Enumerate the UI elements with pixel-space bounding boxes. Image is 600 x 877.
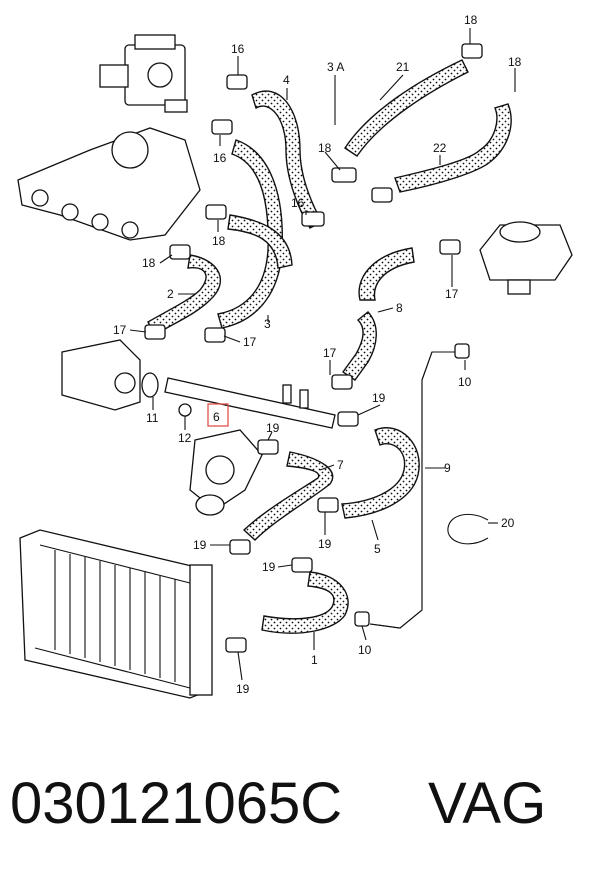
coolant-reservoir	[479, 221, 573, 295]
callout-19: 19	[266, 421, 280, 435]
callout-19: 19	[262, 560, 276, 574]
callout-9: 9	[444, 461, 451, 475]
callout-labels: 18 16 4 3 A 21 18 16 18 22 16 18 18 2 3 …	[113, 13, 522, 696]
callout-4: 4	[283, 73, 290, 87]
carburetor	[99, 34, 188, 113]
clip-20	[447, 513, 489, 545]
leader-lines	[129, 28, 516, 681]
coolant-pipe	[164, 377, 336, 429]
callout-11: 11	[146, 411, 159, 425]
callout-21: 21	[396, 60, 410, 74]
callout-17: 17	[323, 346, 337, 360]
hoses	[147, 59, 512, 634]
hose-9	[369, 351, 460, 629]
callout-3A: 3 A	[327, 60, 344, 74]
callout-18: 18	[508, 55, 522, 69]
callout-18: 18	[464, 13, 478, 27]
callout-19: 19	[236, 682, 250, 696]
callout-16: 16	[291, 196, 305, 210]
callout-3: 3	[264, 317, 271, 331]
cooling-system-exploded-diagram: 18 16 4 3 A 21 18 16 18 22 16 18 18 2 3 …	[17, 13, 573, 699]
callout-10: 10	[458, 375, 472, 389]
callout-18: 18	[318, 141, 332, 155]
callout-10: 10	[358, 643, 372, 657]
radiator	[19, 529, 213, 699]
callout-20: 20	[501, 516, 515, 530]
hose-clamps	[144, 43, 483, 653]
callout-18: 18	[142, 256, 156, 270]
callout-2: 2	[167, 287, 174, 301]
callout-19: 19	[193, 538, 207, 552]
callout-1: 1	[311, 653, 318, 667]
callout-12: 12	[178, 431, 192, 445]
brand-name: VAG	[428, 771, 547, 836]
callout-18: 18	[212, 234, 226, 248]
part-number: 030121065C	[10, 771, 343, 836]
callout-7: 7	[337, 458, 344, 472]
callout-17: 17	[445, 287, 459, 301]
callout-16: 16	[213, 151, 227, 165]
callout-6: 6	[213, 410, 220, 424]
callout-17: 17	[113, 323, 127, 337]
callout-8: 8	[396, 301, 403, 315]
callout-19: 19	[318, 537, 332, 551]
callout-5: 5	[374, 542, 381, 556]
callout-19: 19	[372, 391, 386, 405]
bracket	[61, 339, 192, 417]
highlight-box-part-6	[207, 403, 229, 427]
callout-22: 22	[433, 141, 447, 155]
intake-manifold	[17, 127, 201, 241]
thermostat-housing	[189, 429, 263, 516]
callout-17: 17	[243, 335, 257, 349]
callout-16: 16	[231, 42, 245, 56]
